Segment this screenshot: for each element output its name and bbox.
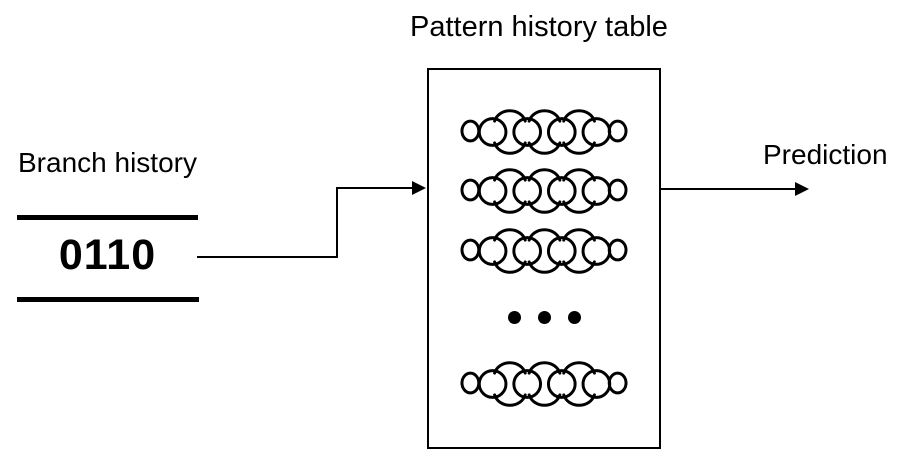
- branch-history-label: Branch history: [18, 147, 197, 178]
- ellipsis-dot: [567, 311, 581, 324]
- two-bit-counter-row: [460, 106, 628, 158]
- prediction-arrowhead: [795, 182, 809, 196]
- branch-history-value: 0110: [58, 231, 157, 279]
- ellipsis-dot: [537, 311, 551, 324]
- branch-history-top-line: [17, 215, 198, 220]
- branch-history-arrow-line: [197, 187, 418, 258]
- branch-history-arrowhead: [412, 181, 426, 195]
- two-bit-counter-row: [460, 165, 628, 217]
- ellipsis-dot: [507, 311, 521, 324]
- prediction-label: Prediction: [763, 139, 888, 170]
- two-bit-counter-row: [460, 225, 628, 277]
- ellipsis-dots: [429, 311, 659, 324]
- branch-history-bottom-line: [17, 297, 199, 302]
- pattern-history-table-box: [427, 68, 661, 449]
- two-bit-counter-row: [460, 358, 628, 410]
- pattern-history-table-title: Pattern history table: [410, 11, 668, 43]
